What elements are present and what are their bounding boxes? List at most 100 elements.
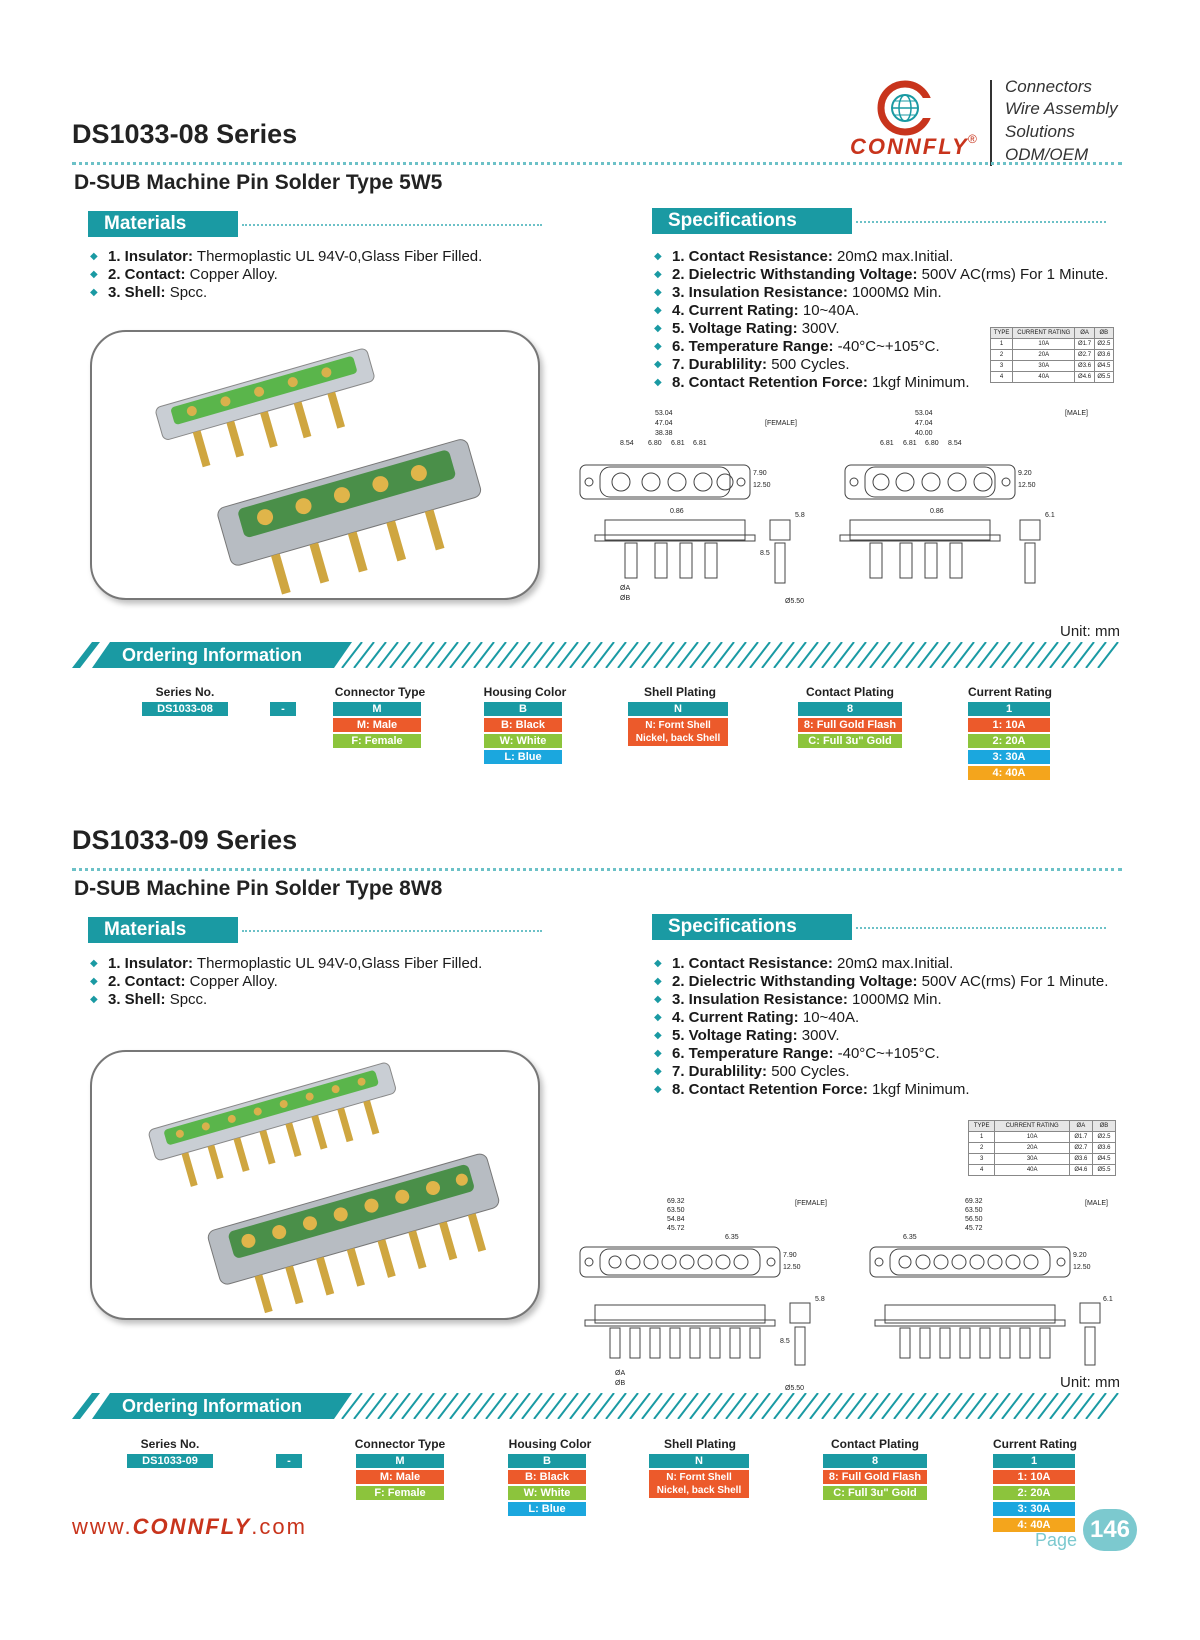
- svg-text:40.00: 40.00: [915, 430, 933, 437]
- specifications-list: 1. Contact Resistance: 20mΩ max.Initial.…: [654, 955, 1108, 1099]
- product-photo-frame: [90, 330, 540, 600]
- svg-text:63.50: 63.50: [965, 1207, 983, 1214]
- svg-text:[FEMALE]: [FEMALE]: [765, 420, 797, 427]
- list-item: 3. Insulation Resistance: 1000MΩ Min.: [654, 991, 1108, 1009]
- website-link[interactable]: www.CONNFLY.com: [72, 1514, 307, 1539]
- section-divider: [72, 162, 1122, 165]
- svg-text:0.86: 0.86: [930, 508, 944, 515]
- connfly-globe-icon: [877, 80, 938, 136]
- current-rating-option: 3: 30A: [993, 1502, 1075, 1516]
- separator-dash: -: [270, 702, 296, 716]
- svg-text:7.90: 7.90: [753, 470, 767, 477]
- housing-color-option: W: White: [508, 1486, 586, 1500]
- connector-type-head: Connector Type: [354, 1437, 446, 1451]
- connector-type-option: F: Female: [356, 1486, 444, 1500]
- list-item: 8. Contact Retention Force: 1kgf Minimum…: [654, 1081, 1108, 1099]
- svg-text:6.81: 6.81: [671, 440, 685, 447]
- specifications-list: 1. Contact Resistance: 20mΩ max.Initial.…: [654, 248, 1108, 392]
- svg-text:6.1: 6.1: [1103, 1296, 1113, 1303]
- list-item: 1. Insulator: Thermoplastic UL 94V-0,Gla…: [90, 955, 482, 973]
- list-item: 2. Contact: Copper Alloy.: [90, 266, 482, 284]
- list-item: 3. Shell: Spcc.: [90, 991, 482, 1009]
- current-rating-option: 4: 40A: [993, 1518, 1075, 1532]
- current-rating-option: 2: 20A: [993, 1486, 1075, 1500]
- connector-product-image: [155, 348, 482, 595]
- svg-text:8.5: 8.5: [760, 550, 770, 557]
- list-item: 1. Insulator: Thermoplastic UL 94V-0,Gla…: [90, 248, 482, 266]
- list-item: 7. Durablility: 500 Cycles.: [654, 356, 1108, 374]
- svg-text:ØB: ØB: [615, 1380, 625, 1387]
- svg-text:12.50: 12.50: [783, 1264, 801, 1271]
- registered-mark: ®: [968, 132, 977, 146]
- heading-dots: [856, 221, 1106, 223]
- product-photo-frame: [90, 1050, 540, 1320]
- housing-color-head: Housing Color: [508, 1437, 592, 1451]
- svg-text:12.50: 12.50: [1073, 1264, 1091, 1271]
- shell-plating-head: Shell Plating: [663, 1437, 736, 1451]
- ordering-banner-stripes: [72, 1393, 1119, 1419]
- unit-label: Unit: mm: [1060, 623, 1120, 640]
- svg-text:6.1: 6.1: [1045, 512, 1055, 519]
- connector-type-option: M: Male: [333, 718, 421, 732]
- contact-plating-code: 8: [823, 1454, 927, 1468]
- svg-text:Ø5.50: Ø5.50: [785, 1385, 804, 1392]
- svg-text:53.04: 53.04: [915, 410, 933, 417]
- tagline: Solutions: [1005, 122, 1075, 141]
- list-item: 2. Dielectric Withstanding Voltage: 500V…: [654, 266, 1108, 284]
- brand-separator: [990, 80, 992, 166]
- list-item: 5. Voltage Rating: 300V.: [654, 320, 1108, 338]
- svg-text:6.80: 6.80: [648, 440, 662, 447]
- svg-text:69.32: 69.32: [965, 1198, 983, 1205]
- contact-plating-option: 8: Full Gold Flash: [823, 1470, 927, 1484]
- svg-text:9.20: 9.20: [1073, 1252, 1087, 1259]
- shell-plating-code: N: [628, 702, 728, 716]
- svg-text:69.32: 69.32: [667, 1198, 685, 1205]
- current-rating-code: 1: [968, 702, 1050, 716]
- svg-text:6.35: 6.35: [725, 1234, 739, 1241]
- connector-type-option: M: Male: [356, 1470, 444, 1484]
- svg-text:8.5: 8.5: [780, 1338, 790, 1345]
- series-no-value: DS1033-08: [142, 702, 228, 716]
- separator-dash: -: [276, 1454, 302, 1468]
- housing-color-option: B: Black: [484, 718, 562, 732]
- contact-plating-head: Contact Plating: [805, 685, 894, 699]
- svg-text:45.72: 45.72: [667, 1225, 685, 1232]
- materials-list: 1. Insulator: Thermoplastic UL 94V-0,Gla…: [90, 955, 482, 1009]
- table-header-row: TYPE CURRENT RATING ØA ØB: [989, 327, 1115, 339]
- housing-color-head: Housing Color: [483, 685, 567, 699]
- connector-type-head: Connector Type: [334, 685, 426, 699]
- current-rating-option: 2: 20A: [968, 734, 1050, 748]
- page-label: Page: [1035, 1530, 1078, 1550]
- shell-plating-head: Shell Plating: [643, 685, 716, 699]
- tagline: Connectors: [1005, 77, 1092, 96]
- svg-text:5.8: 5.8: [815, 1296, 825, 1303]
- housing-color-option: L: Blue: [508, 1502, 586, 1516]
- svg-text:ØB: ØB: [620, 595, 630, 602]
- brand-name: CONNFLY: [850, 134, 969, 159]
- svg-text:47.04: 47.04: [655, 420, 673, 427]
- current-rating-code: 1: [993, 1454, 1075, 1468]
- connector-type-option: F: Female: [333, 734, 421, 748]
- svg-text:Ø5.50: Ø5.50: [785, 598, 804, 605]
- series-no-head: Series No.: [140, 1437, 200, 1451]
- svg-text:12.50: 12.50: [753, 482, 771, 489]
- series-title: DS1033-08 Series: [72, 119, 298, 149]
- current-rating-head: Current Rating: [993, 1437, 1077, 1451]
- current-rating-option: 3: 30A: [968, 750, 1050, 764]
- svg-text:[FEMALE]: [FEMALE]: [795, 1200, 827, 1207]
- svg-text:45.72: 45.72: [965, 1225, 983, 1232]
- ordering-heading: Ordering Information: [122, 645, 302, 665]
- list-item: 3. Insulation Resistance: 1000MΩ Min.: [654, 284, 1108, 302]
- svg-text:56.50: 56.50: [965, 1216, 983, 1223]
- materials-heading: Materials: [88, 211, 238, 237]
- list-item: 6. Temperature Range: -40°C~+105°C.: [654, 1045, 1108, 1063]
- connector-type-code: M: [356, 1454, 444, 1468]
- contact-plating-code: 8: [798, 702, 902, 716]
